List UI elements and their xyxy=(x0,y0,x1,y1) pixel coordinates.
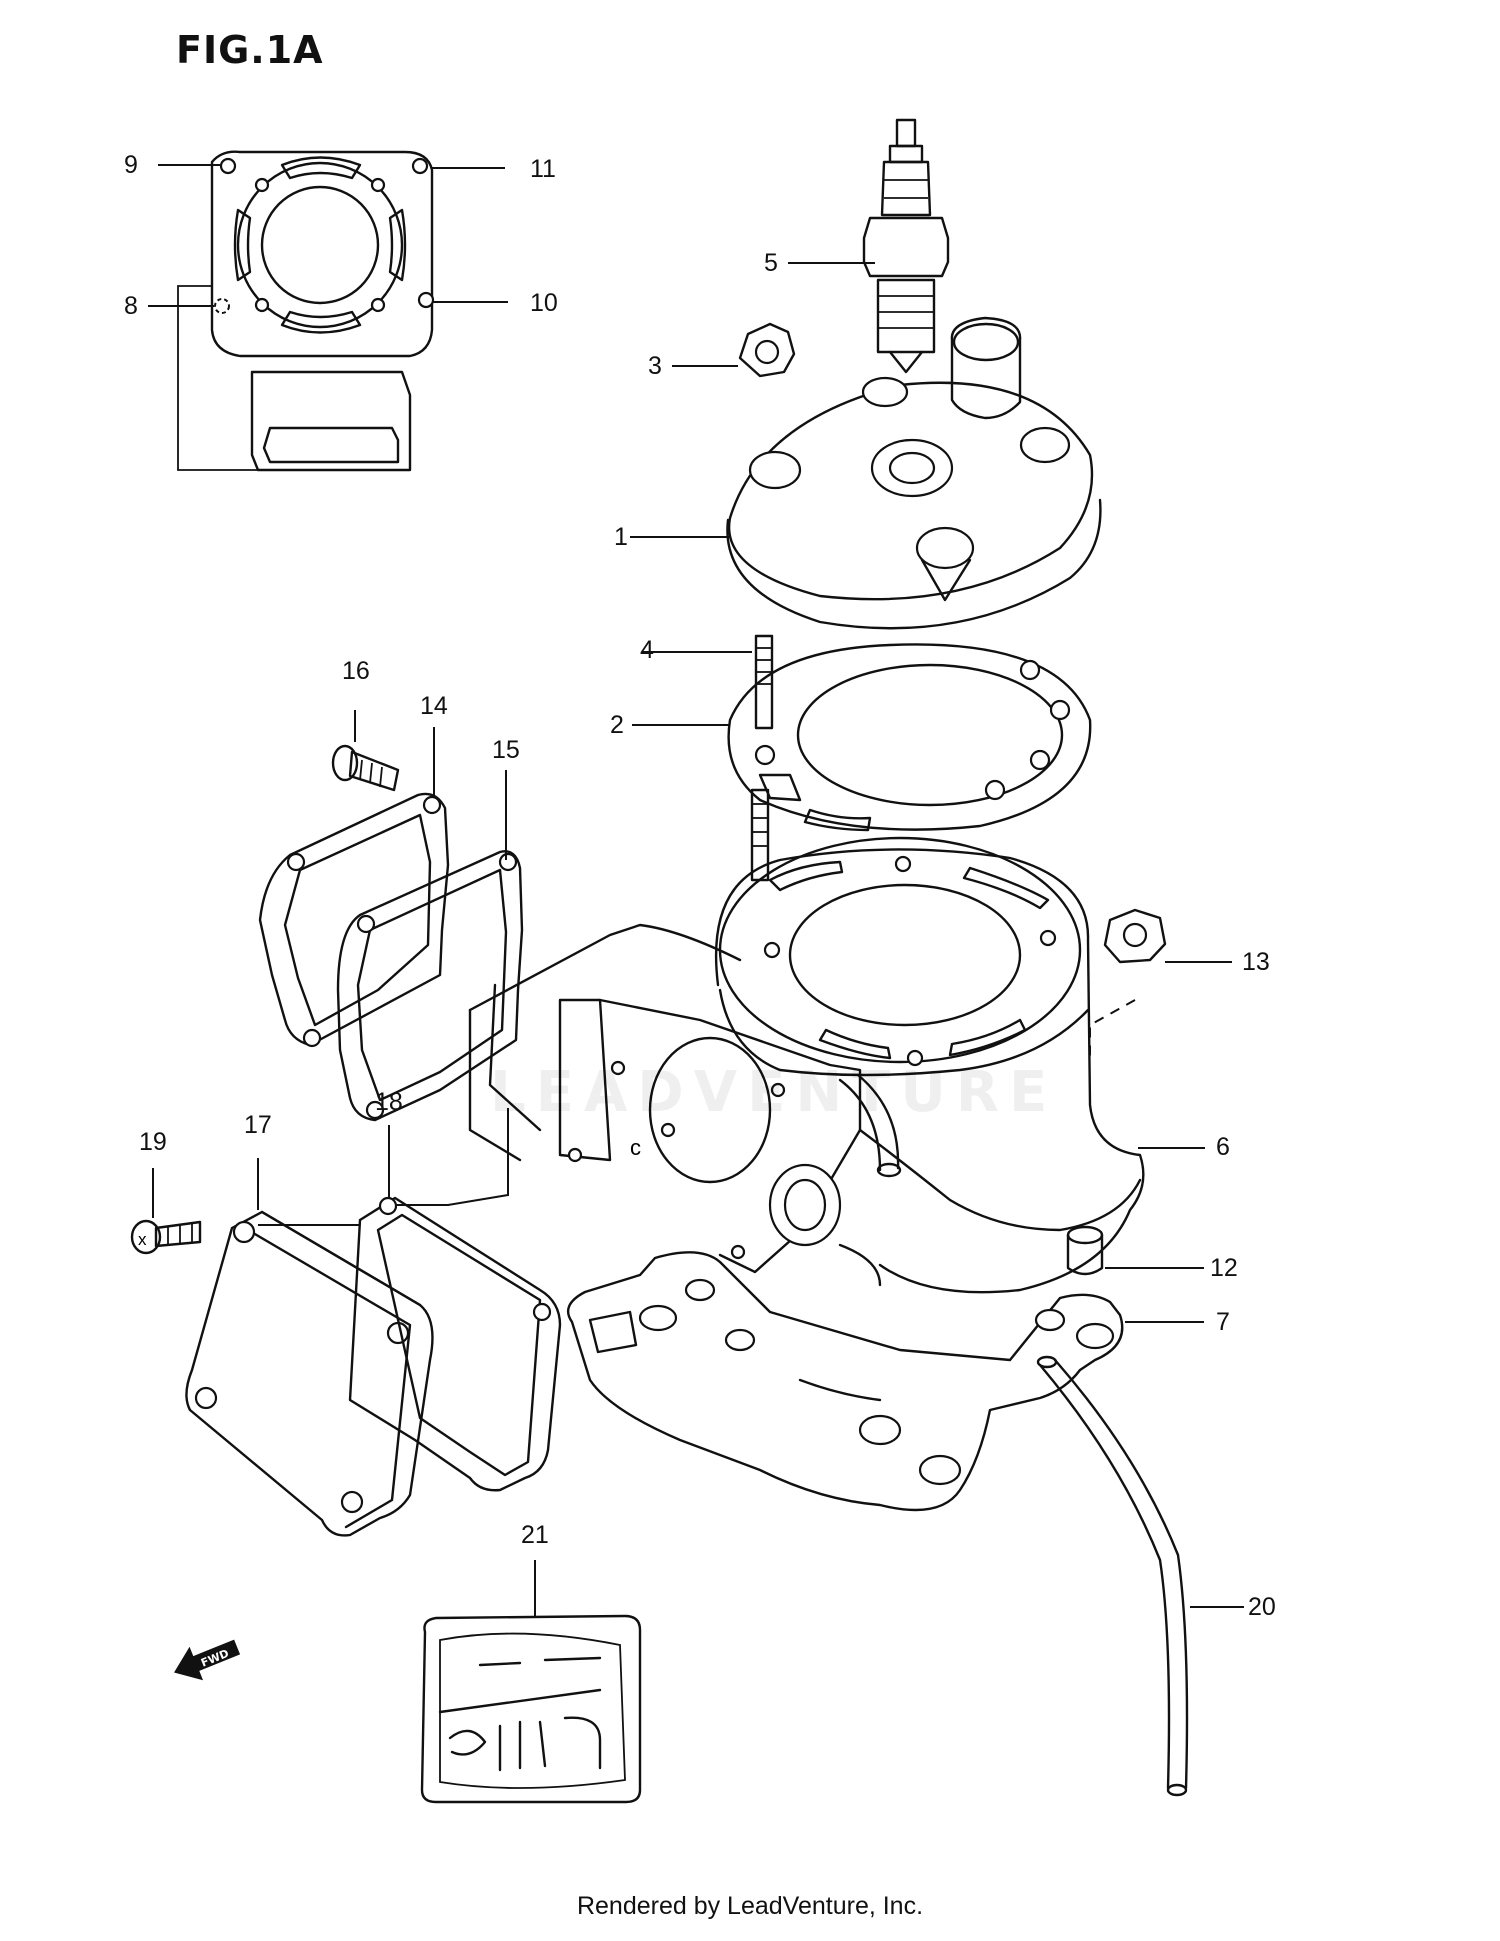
callout-5: 5 xyxy=(764,249,778,277)
callout-10: 10 xyxy=(530,289,558,317)
svg-text:x: x xyxy=(138,1230,147,1249)
screw-19: x xyxy=(130,1219,202,1255)
reed-cover-plate xyxy=(185,1210,434,1537)
fwd-arrow-icon xyxy=(174,1639,241,1681)
nut-13 xyxy=(1103,908,1167,964)
callout-19: 19 xyxy=(139,1128,167,1156)
callout-18: 18 xyxy=(375,1088,403,1116)
cylinder: c xyxy=(468,836,1145,1294)
callout-3: 3 xyxy=(648,352,662,380)
reed-cover-gasket xyxy=(348,1196,562,1492)
callout-21: 21 xyxy=(521,1521,549,1549)
reed-gasket-14 xyxy=(258,792,450,1048)
nut-3 xyxy=(738,322,796,378)
callout-16: 16 xyxy=(342,657,370,685)
callout-13: 13 xyxy=(1242,948,1270,976)
callout-17: 17 xyxy=(244,1111,272,1139)
watermark-text: LEADVENTURE xyxy=(490,1060,1058,1125)
cylinder-head xyxy=(726,316,1102,630)
callout-1: 1 xyxy=(614,523,628,551)
svg-text:c: c xyxy=(630,1135,641,1160)
callout-14: 14 xyxy=(420,692,448,720)
callout-7: 7 xyxy=(1216,1308,1230,1336)
screw-16 xyxy=(331,744,400,792)
breather-hose xyxy=(1036,1355,1189,1797)
reed-gasket-15 xyxy=(336,850,524,1122)
callout-4: 4 xyxy=(640,636,654,664)
head-gasket xyxy=(727,643,1092,832)
callout-15: 15 xyxy=(492,736,520,764)
inset-cylinder-top-view xyxy=(177,150,435,472)
callout-6: 6 xyxy=(1216,1133,1230,1161)
callout-8: 8 xyxy=(124,292,138,320)
callout-20: 20 xyxy=(1248,1593,1276,1621)
spark-plug xyxy=(862,118,950,374)
callout-11: 11 xyxy=(530,155,556,183)
callout-12: 12 xyxy=(1210,1254,1238,1282)
callout-2: 2 xyxy=(610,711,624,739)
callout-9: 9 xyxy=(124,151,138,179)
leader-lines xyxy=(148,164,1244,1618)
base-gasket xyxy=(567,1251,1124,1512)
fwd-label: FWD xyxy=(199,1647,231,1670)
footer-credit: Rendered by LeadVenture, Inc. xyxy=(576,1892,924,1920)
figure-title: FIG.1A xyxy=(176,28,324,72)
dowel-pin xyxy=(1066,1225,1104,1276)
caution-label xyxy=(420,1614,642,1804)
